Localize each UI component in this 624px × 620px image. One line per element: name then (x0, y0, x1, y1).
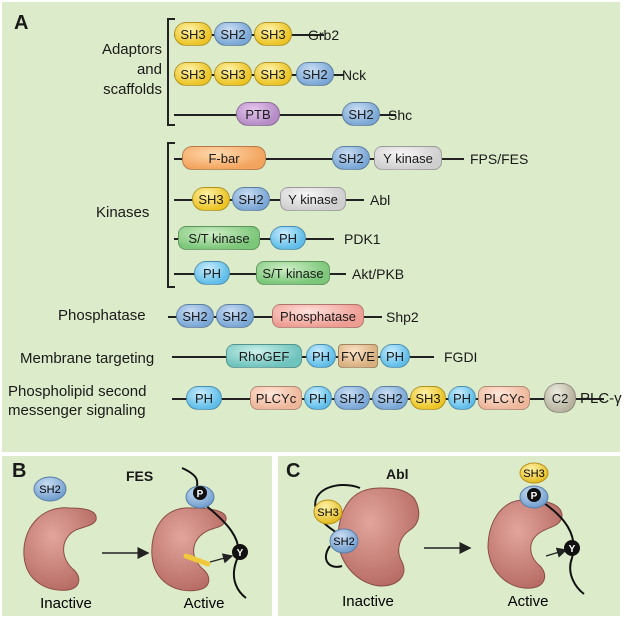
fes-active-tail (203, 503, 247, 599)
domain-fbar: F-bar (182, 146, 266, 170)
fes-inactive-sh2-label: SH2 (39, 484, 60, 496)
abl-phosphotyrosine: Y (564, 540, 580, 556)
abl-inactive-sh2-label: SH2 (333, 536, 354, 548)
abl-p-label: P (531, 491, 538, 502)
domain-sh2: SH2 (296, 62, 334, 86)
abl-active-label: Active (508, 593, 549, 610)
backbone (172, 356, 434, 358)
domain-ykinase: Y kinase (374, 146, 442, 170)
abl-inactive-sh2: SH2 (329, 528, 359, 554)
domain-ph: PH (270, 226, 306, 250)
domain-st-kinase: S/T kinase (178, 226, 260, 250)
domain-sh2: SH2 (214, 22, 252, 46)
fes-active-label: Active (184, 595, 225, 612)
protein-fgdi-label: FGDI (444, 349, 478, 365)
domain-sh3: SH3 (174, 22, 212, 46)
kinases-bracket (167, 142, 169, 288)
domain-c2: C2 (544, 383, 576, 413)
abl-active-sh2: P (519, 485, 549, 509)
category-adaptors-label: Adaptors and scaffolds (101, 41, 162, 98)
category-phospholipid-label: Phospholipid second messenger signaling (8, 383, 147, 419)
category-kinases-label: Kinases (96, 204, 150, 221)
abl-active-sh3: SH3 (519, 462, 549, 484)
panel-b-letter: B (12, 460, 27, 482)
domain-plcyc: PLCYc (478, 386, 530, 410)
protein-pdk1-label: PDK1 (344, 231, 381, 247)
fes-p-label: P (197, 489, 204, 500)
abl-active-tail (535, 497, 585, 595)
domain-sh2: SH2 (176, 304, 214, 328)
domain-ph: PH (186, 386, 222, 410)
domain-phosphatase: Phosphatase (272, 304, 364, 328)
fes-inactive-kinase (23, 507, 97, 591)
protein-grb2-label: Grb2 (308, 27, 340, 43)
panel-c-letter: C (286, 460, 301, 482)
adaptors-bracket (167, 18, 169, 126)
domain-sh2: SH2 (232, 187, 270, 211)
kinases-bracket-top (167, 142, 175, 144)
kinases-bracket-bottom (167, 286, 175, 288)
domain-sh2: SH2 (342, 102, 380, 126)
adaptors-bracket-top (167, 18, 175, 20)
abl-active-arrow (545, 547, 568, 558)
fes-y-label: Y (237, 548, 244, 559)
domain-sh3: SH3 (254, 62, 292, 86)
abl-inactive-sh3: SH3 (313, 499, 343, 525)
fes-active-kinase (151, 507, 227, 592)
category-membrane-label: Membrane targeting (20, 350, 155, 367)
fes-active-arrow (209, 553, 234, 564)
backbone (174, 158, 464, 160)
domain-ph: PH (380, 344, 410, 368)
domain-sh3: SH3 (254, 22, 292, 46)
domain-sh3: SH3 (192, 187, 230, 211)
protein-shc-label: Shc (388, 107, 413, 123)
protein-plc-gamma-label: PLC-γ (580, 390, 622, 407)
domain-sh3: SH3 (410, 386, 446, 410)
fes-phosphotyrosine: Y (232, 544, 248, 560)
protein-fps-fes-label: FPS/FES (470, 151, 529, 167)
protein-abl-label: Abl (370, 192, 391, 208)
panel-b-title: FES (126, 468, 154, 484)
domain-sh2: SH2 (332, 146, 370, 170)
domain-rhogef: RhoGEF (226, 344, 302, 368)
protein-nck-label: Nck (342, 67, 367, 83)
domain-ph: PH (306, 344, 336, 368)
abl-active-sh3-label: SH3 (523, 468, 544, 480)
domain-ph: PH (304, 386, 332, 410)
category-phosphatase-label: Phosphatase (58, 307, 146, 324)
panel-c-title: Abl (386, 466, 409, 482)
domain-sh3: SH3 (214, 62, 252, 86)
abl-inactive-sh3-label: SH3 (317, 507, 338, 519)
domain-sh2: SH2 (372, 386, 408, 410)
fes-active-sh2: P (185, 485, 215, 509)
adaptors-bracket-bottom (167, 124, 175, 126)
abl-y-label: Y (569, 544, 576, 555)
backbone (174, 114, 396, 116)
protein-akt-pkb-label: Akt/PKB (352, 266, 405, 282)
abl-inactive-linker2 (324, 545, 343, 568)
abl-inactive-label: Inactive (342, 593, 394, 610)
domain-st-kinase: S/T kinase (256, 261, 330, 285)
domain-plcyc: PLCYc (250, 386, 302, 410)
fes-active-yellow-loop (183, 553, 211, 567)
domain-ph: PH (448, 386, 476, 410)
fes-inactive-label: Inactive (40, 595, 92, 612)
abl-active-kinase (487, 499, 563, 589)
domain-ptb: PTB (236, 102, 280, 126)
domain-sh2: SH2 (216, 304, 254, 328)
domain-fyve: FYVE (338, 344, 378, 368)
fes-inactive-sh2: SH2 (33, 476, 67, 502)
domain-ph: PH (194, 261, 230, 285)
domain-sh2: SH2 (334, 386, 370, 410)
domain-ykinase: Y kinase (280, 187, 346, 211)
protein-shp2-label: Shp2 (386, 309, 419, 325)
domain-sh3: SH3 (174, 62, 212, 86)
panel-a-letter: A (14, 12, 29, 34)
